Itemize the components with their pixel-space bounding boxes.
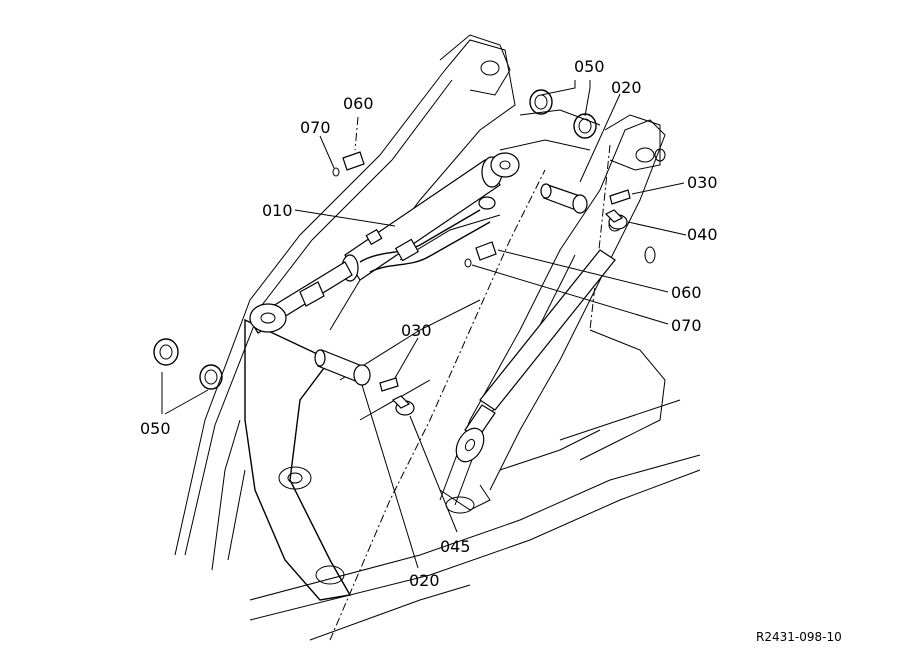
callout-070-top: 070 [300, 118, 331, 137]
callout-040: 040 [687, 225, 718, 244]
callout-020-bottom: 020 [409, 571, 440, 590]
cylinder-lower [455, 249, 616, 463]
loader-frame [174, 34, 701, 641]
leader-lines [161, 80, 687, 569]
cylinder-010 [249, 152, 520, 334]
callout-020-top: 020 [611, 78, 642, 97]
callout-045: 045 [440, 537, 471, 556]
callout-060-right: 060 [671, 283, 702, 302]
callout-030-right: 030 [687, 173, 718, 192]
drawing-reference-number: R2431-098-10 [756, 630, 842, 644]
callout-050-left: 050 [140, 419, 171, 438]
callout-labels: 050 020 060 070 030 010 040 060 070 030 … [140, 57, 718, 590]
callout-010: 010 [262, 201, 293, 220]
callout-060-top: 060 [343, 94, 374, 113]
callout-050-top: 050 [574, 57, 605, 76]
callout-070-right: 070 [671, 316, 702, 335]
callout-030-left: 030 [401, 321, 432, 340]
